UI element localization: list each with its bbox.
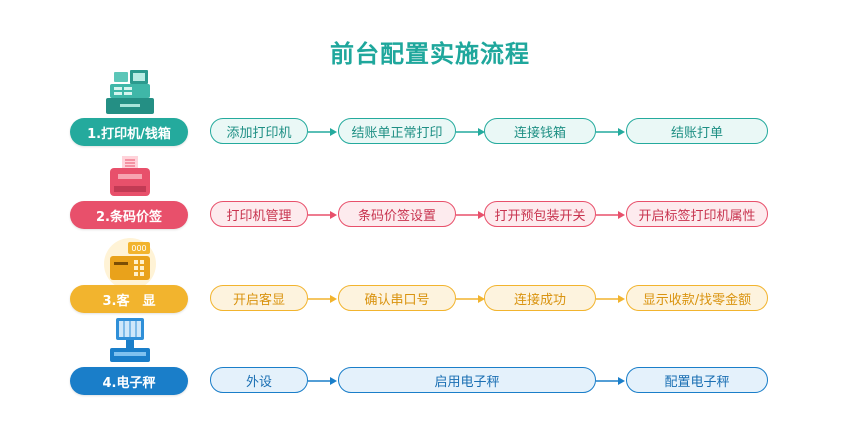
- flow-row-printer: 1.打印机/钱箱 添加打印机 结账单正常打印 连接钱箱 结账打单: [0, 118, 860, 148]
- flow-row-customer-display: 3.客 显 开启客显 确认串口号 连接成功 显示收款/找零金额: [0, 285, 860, 315]
- arrow-icon: [456, 295, 485, 303]
- cash-register-icon: [106, 70, 154, 114]
- arrow-icon: [596, 211, 625, 219]
- flow-row-barcode: 2.条码价签 打印机管理 条码价签设置 打开预包装开关 开启标签打印机属性: [0, 201, 860, 231]
- step-connect-cashbox: 连接钱箱: [484, 118, 596, 144]
- step-peripheral: 外设: [210, 367, 308, 393]
- step-enable-scale: 启用电子秤: [338, 367, 596, 393]
- step-barcode-settings: 条码价签设置: [338, 201, 456, 227]
- arrow-icon: [596, 128, 625, 136]
- step-prepack-switch: 打开预包装开关: [484, 201, 596, 227]
- arrow-icon: [456, 211, 485, 219]
- step-printer-manage: 打印机管理: [210, 201, 308, 227]
- category-customer-display: 3.客 显: [70, 285, 188, 313]
- step-checkout-print: 结账打单: [626, 118, 768, 144]
- customer-display-icon: 000: [104, 238, 156, 290]
- category-printer-cashbox: 1.打印机/钱箱: [70, 118, 188, 146]
- step-label-printer-props: 开启标签打印机属性: [626, 201, 768, 227]
- electronic-scale-icon: [110, 318, 150, 362]
- arrow-icon: [596, 377, 625, 385]
- page-title: 前台配置实施流程: [330, 40, 530, 68]
- step-confirm-port: 确认串口号: [338, 285, 456, 311]
- step-add-printer: 添加打印机: [210, 118, 308, 144]
- arrow-icon: [596, 295, 625, 303]
- step-show-amount: 显示收款/找零金额: [626, 285, 768, 311]
- arrow-icon: [308, 295, 337, 303]
- arrow-icon: [308, 128, 337, 136]
- arrow-icon: [308, 377, 337, 385]
- label-printer-icon: [110, 156, 150, 196]
- category-electronic-scale: 4.电子秤: [70, 367, 188, 395]
- arrow-icon: [456, 128, 485, 136]
- step-enable-display: 开启客显: [210, 285, 308, 311]
- flow-row-scale: 4.电子秤 外设 启用电子秤 配置电子秤: [0, 367, 860, 397]
- arrow-icon: [308, 211, 337, 219]
- step-bill-print: 结账单正常打印: [338, 118, 456, 144]
- svg-text:000: 000: [131, 244, 146, 253]
- category-barcode-label: 2.条码价签: [70, 201, 188, 229]
- step-connect-success: 连接成功: [484, 285, 596, 311]
- step-configure-scale: 配置电子秤: [626, 367, 768, 393]
